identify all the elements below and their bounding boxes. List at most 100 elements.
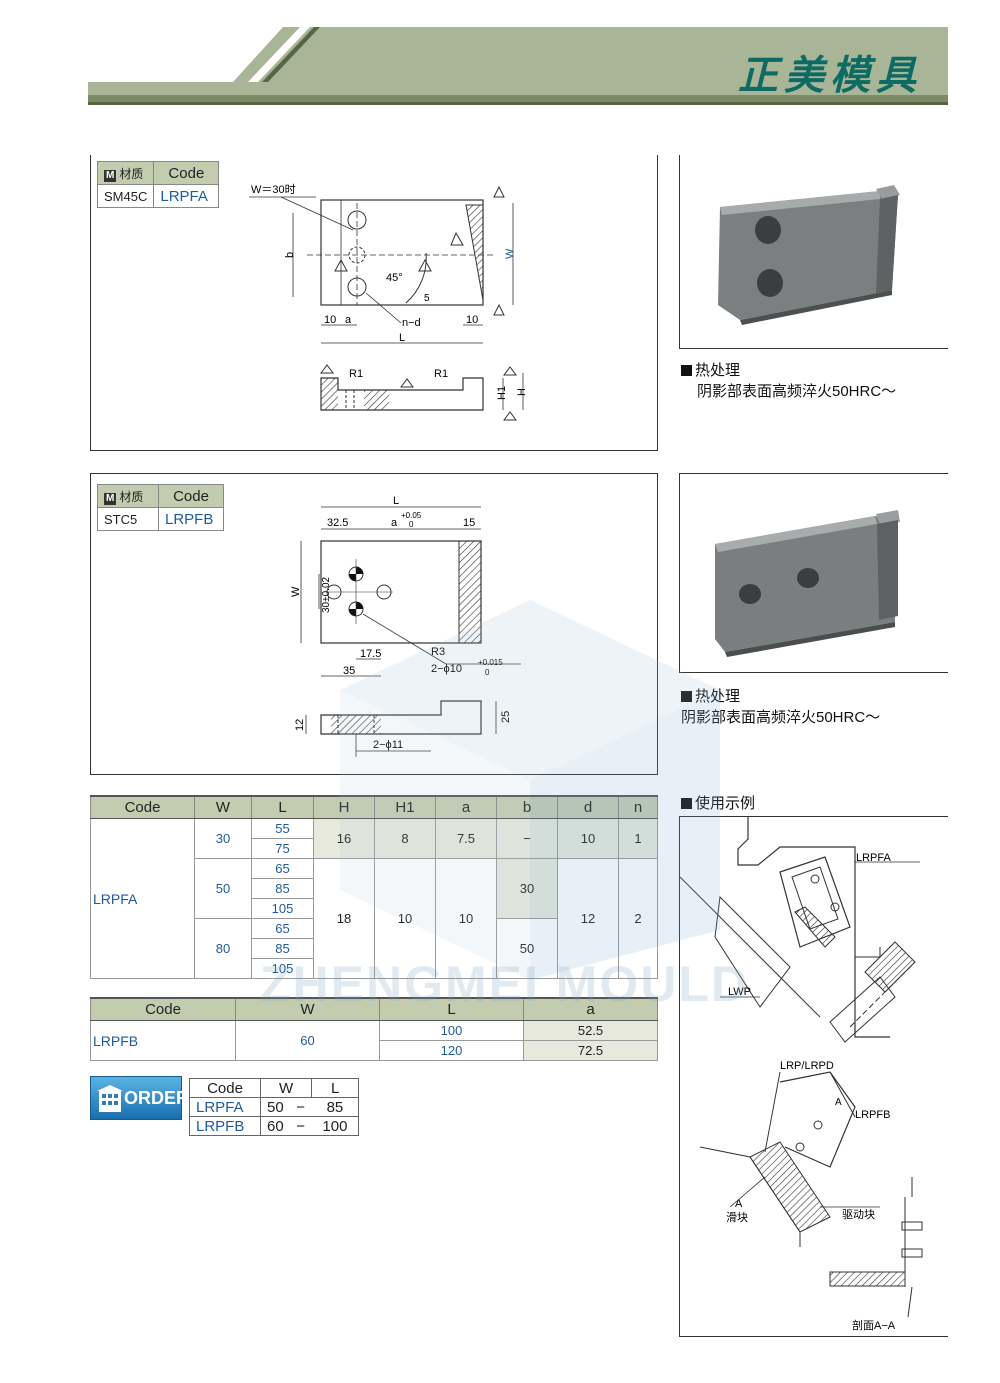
code-cell: LRPFA xyxy=(90,818,195,979)
h1-cell: 8 xyxy=(374,818,436,859)
w-cell: 30 xyxy=(194,818,252,859)
label-phi10-tol-low: 0 xyxy=(485,668,490,677)
label-a: a xyxy=(345,314,352,326)
order-col-l: L xyxy=(311,1078,360,1098)
square-bullet-icon xyxy=(681,365,692,376)
label-a-top: A xyxy=(835,1097,842,1108)
a-cell: 52.5 xyxy=(523,1020,658,1041)
l-cell: 105 xyxy=(251,898,314,919)
label-angle: 45° xyxy=(386,272,403,284)
label-phi11: 2−ϕ11 xyxy=(373,739,403,751)
order-code: LRPFA xyxy=(189,1097,261,1117)
building-icon xyxy=(97,1085,123,1112)
label-lrpfa: LRPFA xyxy=(856,852,892,864)
col-d: d xyxy=(557,795,619,819)
order-w: 60 xyxy=(259,1116,290,1136)
table-row: LRPFB 60 − 100 xyxy=(189,1116,360,1136)
l-cell: 120 xyxy=(379,1040,524,1061)
label-driver: 驱动块 xyxy=(842,1208,875,1221)
label-ten-right: 10 xyxy=(466,314,478,326)
label-l: L xyxy=(393,495,399,507)
d-cell: 12 xyxy=(557,858,619,979)
label-r3: R3 xyxy=(431,646,445,658)
table-row: 50 65 18 10 10 30 12 2 xyxy=(91,858,658,979)
order-badge-text: ORDER xyxy=(124,1088,190,1108)
h1-cell: 10 xyxy=(374,858,436,979)
material-value: SM45C xyxy=(96,184,155,208)
table-row: 105 xyxy=(91,898,658,919)
label-a: a xyxy=(391,517,398,529)
watermark-text: ZHENGMEI MOULD xyxy=(260,956,750,1012)
l-cell: 55 xyxy=(251,818,314,839)
spec-table-lrpfb: Code W L a LRPFB 60 100 52.5 120 72.5 xyxy=(90,997,658,1061)
l-cell: 65 xyxy=(251,918,314,939)
square-bullet-icon xyxy=(681,798,692,809)
order-w: 50 xyxy=(259,1097,290,1117)
b-cell: − xyxy=(496,818,558,859)
usage-diagram: LRPFA LWP LRP/LRPD A LRPFB A 滑块 驱动块 剖面A−… xyxy=(679,817,923,1332)
order-dash: − xyxy=(289,1116,312,1136)
order-table: Code W L LRPFA 50 − 85 LRPFB 60 − 100 xyxy=(189,1078,360,1136)
table-row: LRPFB 60 100 52.5 xyxy=(90,1020,658,1061)
label-ten-left: 10 xyxy=(324,314,336,326)
label-phi10-tol-up: +0.015 xyxy=(478,658,503,667)
table-row: 80 65 50 xyxy=(91,918,658,979)
material-label: 材质 xyxy=(119,166,144,181)
product-photo-lrpfb xyxy=(679,473,948,673)
w-cell: 50 xyxy=(194,858,252,919)
label-w30: W＝30时 xyxy=(251,183,296,196)
code-header: Code xyxy=(158,484,224,508)
h-cell: 18 xyxy=(313,858,375,979)
label-h1: H1 xyxy=(496,386,508,400)
w-cell: 60 xyxy=(235,1020,380,1061)
label-five: 5 xyxy=(424,293,430,304)
label-35: 35 xyxy=(343,665,355,677)
label-w: W xyxy=(504,248,516,259)
label-h: H xyxy=(516,388,528,396)
col-h1: H1 xyxy=(374,795,436,819)
table-row: 105 xyxy=(91,958,658,979)
n-cell: 1 xyxy=(618,818,658,859)
label-a-tol-low: 0 xyxy=(409,520,414,529)
page-header: 正美模具 xyxy=(88,25,948,105)
photo-illustration-b xyxy=(715,510,900,657)
d-cell: 10 xyxy=(557,818,619,859)
heat-title-a: 热处理 xyxy=(681,360,896,381)
order-col-w: W xyxy=(259,1078,313,1098)
usage-example-panel: LRPFA LWP LRP/LRPD A LRPFB A 滑块 驱动块 剖面A−… xyxy=(679,816,948,1337)
a-cell: 10 xyxy=(435,858,497,979)
label-phi10: 2−ϕ10 xyxy=(431,663,462,675)
l-cell: 85 xyxy=(251,878,314,899)
label-a-tol-up: +0.05 xyxy=(401,511,422,520)
b-cell: 30 xyxy=(496,858,558,919)
label-lrpfb: LRPFB xyxy=(855,1109,890,1121)
code-header: Code xyxy=(153,161,220,185)
product-photo-lrpfa xyxy=(679,155,948,349)
label-slider: 滑块 xyxy=(726,1211,748,1224)
col-a: a xyxy=(523,997,658,1021)
spec-table-lrpfa: Code W L H H1 a b d n LRPFA 30 55 16 8 7… xyxy=(90,795,658,979)
technical-drawing-lrpfb: L 32.5 a +0.05 0 15 W 30±0.02 R3 17.5 35… xyxy=(290,495,521,757)
square-bullet-icon xyxy=(681,691,692,702)
brand-logo-text: 正美模具 xyxy=(738,52,922,99)
l-cell: 65 xyxy=(251,858,314,879)
label-30: 30±0.02 xyxy=(321,576,332,613)
heat-text-b: 阴影部表面高频淬火50HRC～ xyxy=(681,709,881,726)
col-a: a xyxy=(435,795,497,819)
heat-text-a: 阴影部表面高频淬火50HRC～ xyxy=(697,383,897,400)
order-l: 100 xyxy=(311,1116,360,1136)
heat-title-b: 热处理 xyxy=(681,686,880,707)
table-row: LRPFA 50 − 85 xyxy=(189,1097,360,1117)
label-325: 32.5 xyxy=(327,517,348,529)
m-badge-icon: M xyxy=(104,492,117,505)
label-r1-right: R1 xyxy=(434,368,448,380)
label-b: b xyxy=(284,252,296,258)
col-w: W xyxy=(194,795,252,819)
label-175: 17.5 xyxy=(360,648,381,660)
heat-treatment-caption-a: 热处理 阴影部表面高频淬火50HRC～ xyxy=(681,360,896,402)
code-value: LRPFA xyxy=(153,184,220,208)
